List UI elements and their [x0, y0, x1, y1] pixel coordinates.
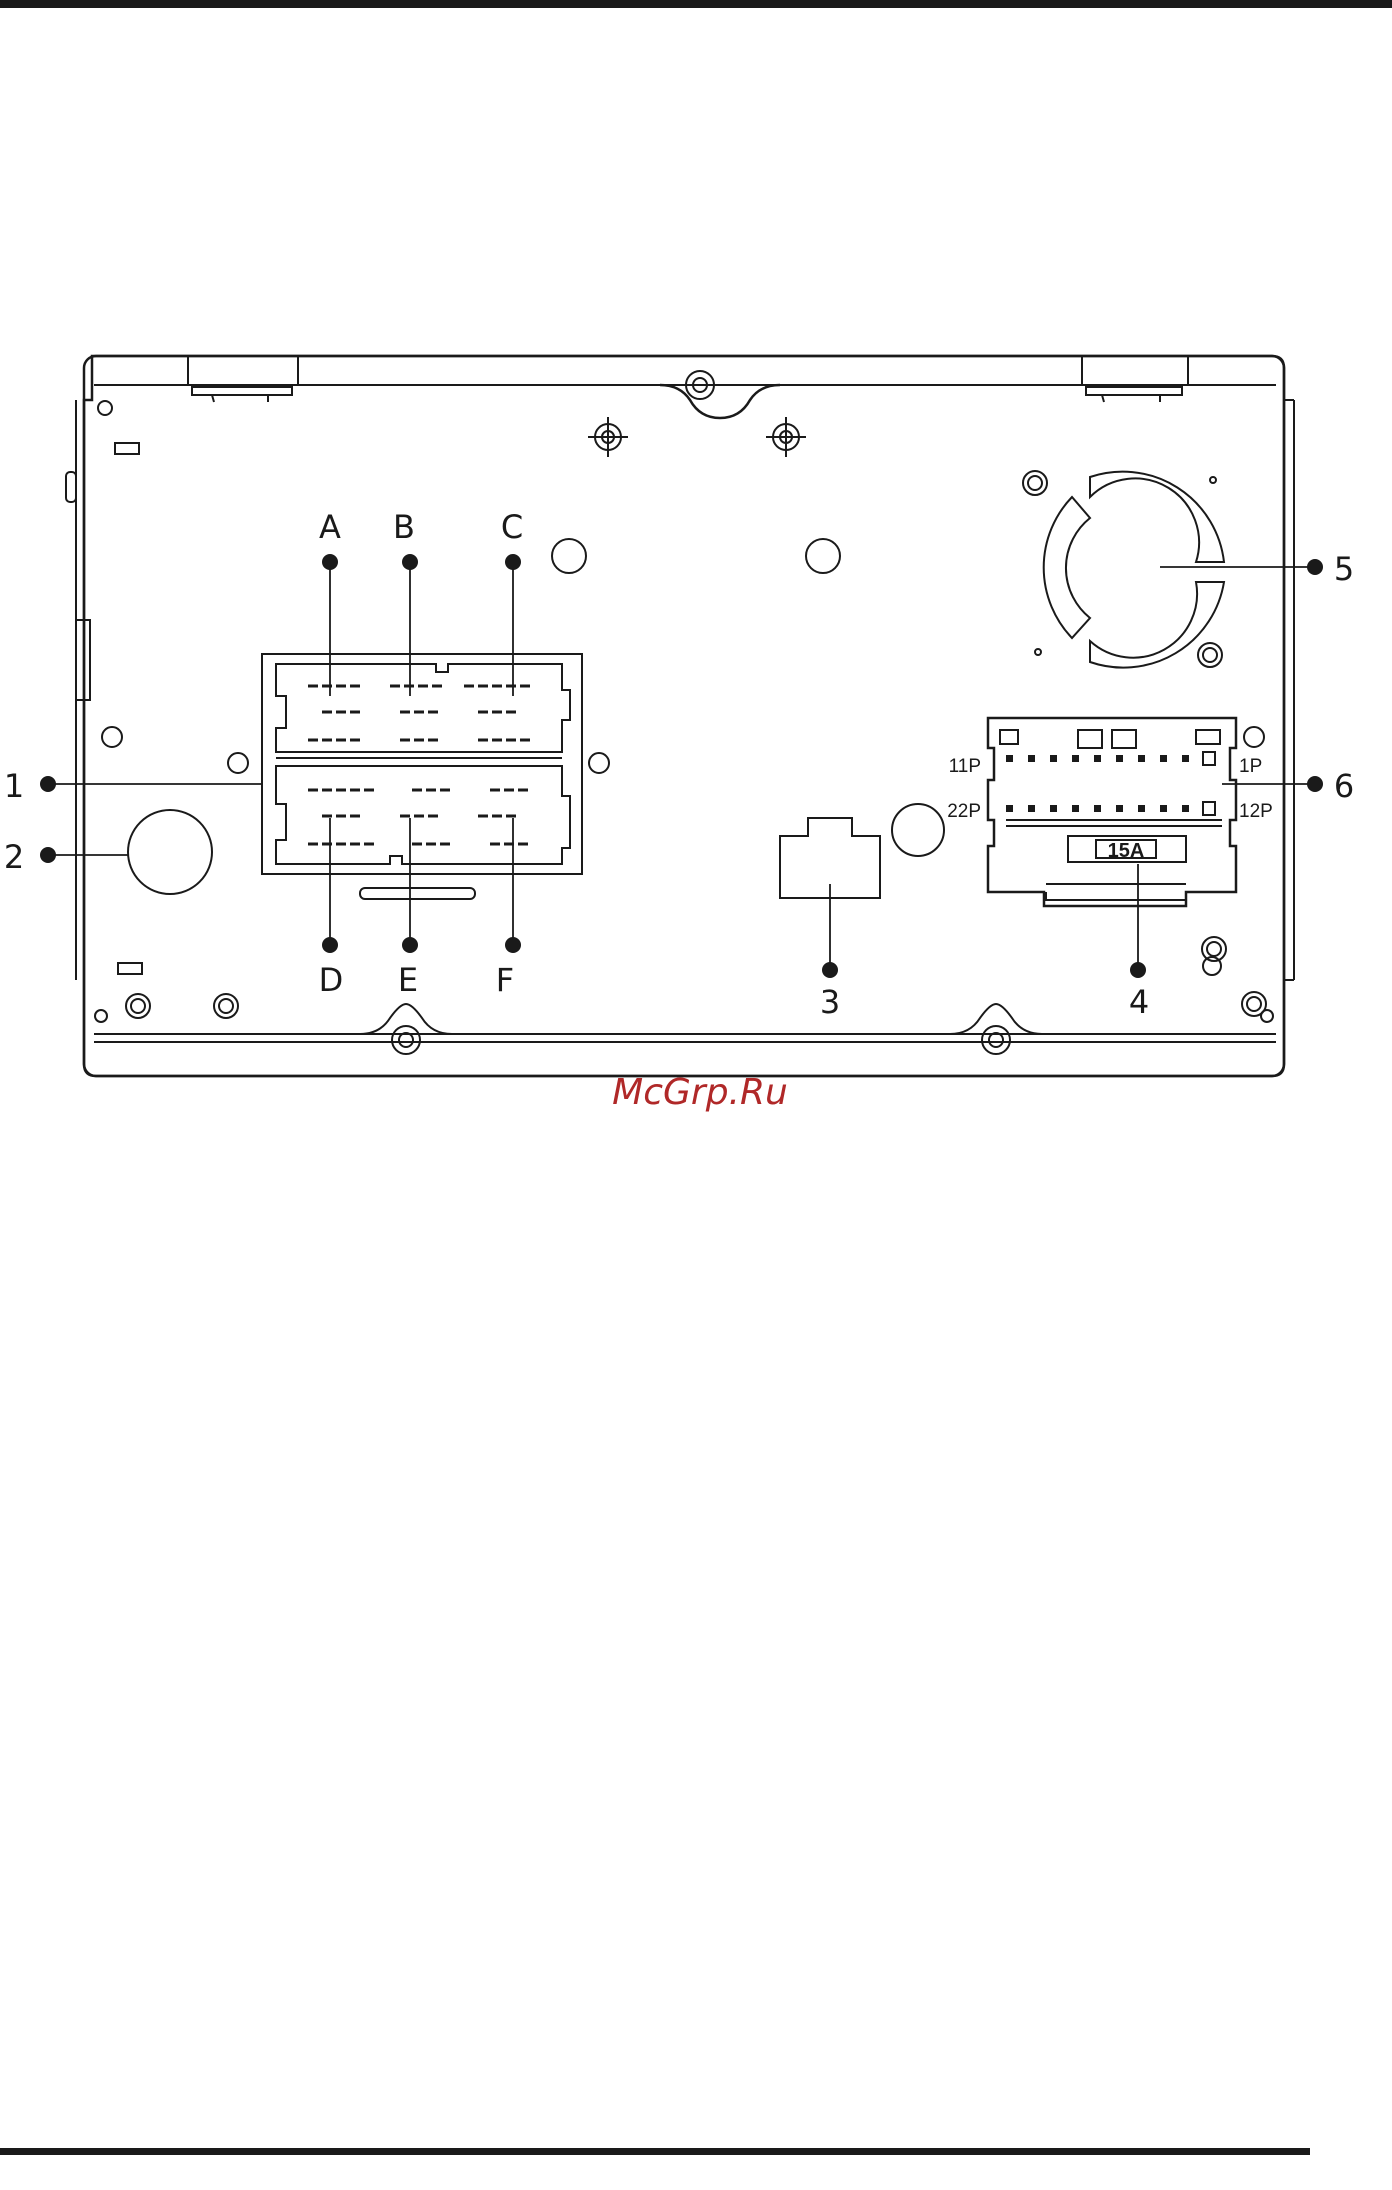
chassis — [66, 356, 1294, 1076]
callout-6: 6 — [1334, 767, 1354, 805]
callout-3: 3 — [820, 983, 840, 1021]
callout-1: 1 — [4, 767, 24, 805]
label-f: F — [496, 961, 514, 999]
pin-12-marker — [1203, 802, 1215, 815]
watermark: McGrp.Ru — [612, 1072, 788, 1113]
label-d: D — [319, 961, 344, 999]
callout-2: 2 — [4, 838, 24, 876]
label-a: A — [319, 508, 341, 546]
pin-label-11p: 11P — [949, 756, 981, 777]
label-c: C — [501, 508, 523, 546]
22-pin-connector — [988, 718, 1236, 906]
callout-5: 5 — [1334, 550, 1354, 588]
leader-dots — [40, 554, 1323, 978]
round-port — [128, 810, 212, 894]
pin-1-marker — [1203, 752, 1215, 765]
callout-4: 4 — [1129, 983, 1149, 1021]
22-pin-rows[interactable] — [1006, 755, 1211, 812]
bottom-rule — [0, 2148, 1310, 2155]
pin-label-12p: 12P — [1239, 801, 1273, 822]
leader-lines — [48, 562, 1315, 970]
pin-label-22p: 22P — [947, 801, 981, 822]
cooling-fan — [1023, 471, 1224, 668]
mounting-holes — [95, 401, 1273, 1022]
label-e: E — [398, 961, 418, 999]
pin-label-1p: 1P — [1239, 756, 1262, 777]
label-b: B — [393, 508, 415, 546]
fuse-rating: 15A — [1108, 840, 1145, 862]
iso-connector-block — [262, 654, 582, 899]
